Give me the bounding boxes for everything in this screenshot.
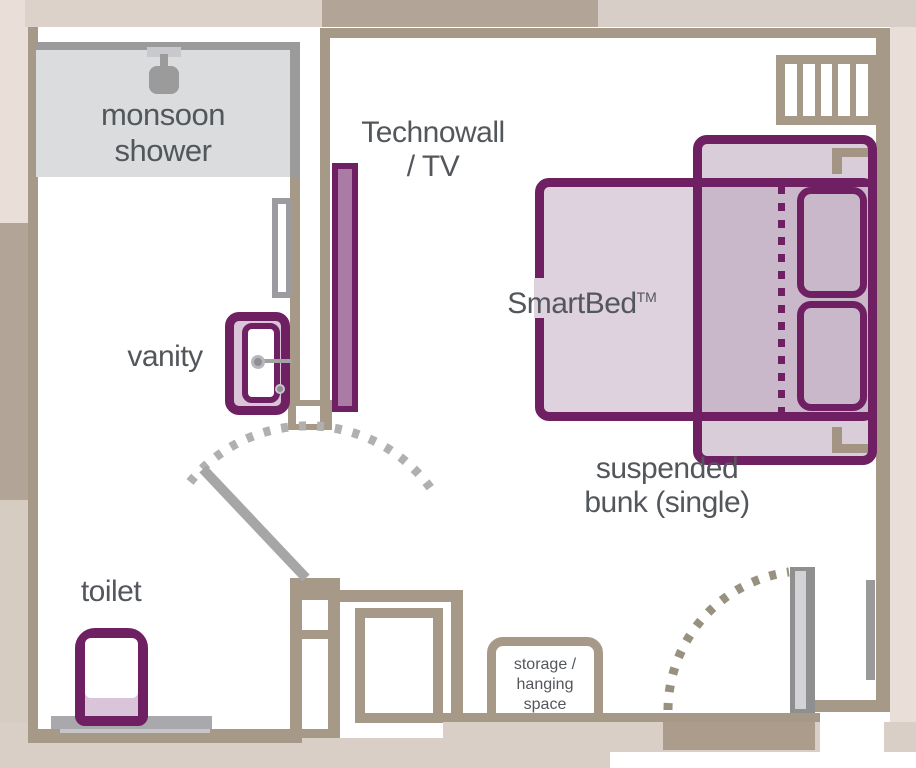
ladder-slot	[856, 64, 868, 116]
bed-border-label-gap	[534, 278, 545, 318]
storage-box: storage / hanging space	[487, 637, 603, 722]
entry-threshold	[820, 712, 884, 752]
bunk-bracket-bottom-stub	[832, 427, 842, 453]
vestibule-frame-top	[337, 590, 463, 602]
bunk-bracket-top-bar	[832, 148, 877, 157]
technowall-label: Technowall / TV	[361, 116, 505, 183]
toilet-bowl	[85, 638, 138, 698]
vanity-label: vanity	[127, 340, 203, 373]
ladder-slot	[785, 64, 797, 116]
bed-bunk-overlap	[702, 187, 868, 412]
entry-mat	[663, 722, 815, 750]
smartbed-label-text: SmartBed	[507, 287, 637, 320]
shower-glass-panel	[272, 198, 292, 298]
wall-top	[322, 28, 890, 38]
bunk-bracket-bottom-bar	[832, 444, 877, 453]
entry-post-slot	[302, 600, 328, 729]
trademark-superscript: TM	[636, 289, 657, 305]
wall-bottom-right	[443, 713, 820, 722]
pillow-top	[797, 187, 867, 298]
wall-left	[28, 27, 38, 743]
entry-door-leaf	[790, 567, 815, 713]
entry-door-handle	[866, 580, 875, 680]
toilet	[75, 628, 148, 726]
toilet-rail-shadow	[60, 729, 210, 733]
room-left-wall	[320, 28, 330, 427]
ladder-slot	[802, 64, 815, 116]
ladder-slot	[838, 64, 851, 116]
entry-door-swing-arc	[663, 567, 790, 711]
bathroom-door-swing-arc	[186, 421, 438, 496]
wall-right	[876, 28, 890, 712]
top-band-mid	[322, 0, 598, 27]
shower-head-mount	[147, 47, 181, 57]
shower-head-icon	[149, 66, 179, 94]
shower-label: monsoon shower	[100, 97, 226, 168]
left-column-dark	[0, 223, 28, 500]
shower-wall-right	[290, 42, 300, 177]
shower-head-stem	[160, 54, 168, 68]
entry-door-leaf-stripe	[795, 571, 806, 709]
technowall-panel	[332, 163, 358, 412]
drain-icon	[275, 384, 285, 394]
ladder-slot	[820, 64, 833, 116]
entry-post-tick	[302, 630, 328, 639]
toilet-label: toilet	[80, 575, 142, 608]
bunk-label: suspended bunk (single)	[584, 452, 750, 519]
shower-wall-top	[36, 42, 300, 50]
vanity-basin	[242, 323, 280, 403]
wall-bottom-entry	[815, 700, 890, 712]
bathroom-divider-wall	[290, 177, 300, 403]
top-band-right	[598, 0, 916, 27]
mattress-divider-dotted	[778, 186, 785, 414]
vestibule-inner-box	[355, 608, 443, 723]
bathroom-door-leaf	[199, 465, 310, 582]
storage-label: storage / hanging space	[513, 656, 577, 713]
smartbed-label: SmartBedTM	[472, 280, 692, 321]
corner-white-strip	[610, 752, 916, 768]
faucet-pipe	[261, 359, 292, 363]
top-band-left	[25, 0, 322, 27]
bathroom-door-post-gap	[296, 406, 324, 424]
faucet-icon	[251, 355, 265, 369]
vestibule-frame-right	[451, 602, 463, 713]
bunk-outline	[693, 135, 877, 465]
bunk-bracket-top-stub	[832, 148, 842, 174]
ladder-icon	[776, 55, 877, 125]
pillow-bottom	[797, 301, 867, 411]
